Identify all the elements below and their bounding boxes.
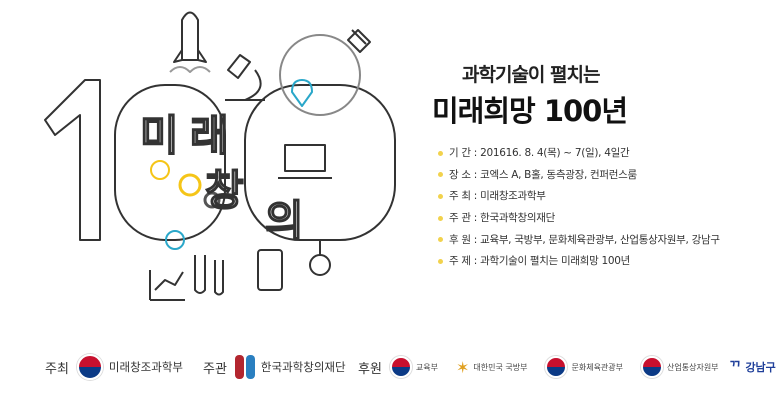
gear-icon [203, 191, 221, 209]
bullet-icon [438, 193, 443, 199]
organizer-logo: 주관 한국과학창의재단 [203, 352, 346, 382]
taegeuk-icon [389, 356, 412, 378]
art-letter-chang: 창 [205, 166, 244, 215]
kofac-icon [234, 355, 255, 379]
globe-icon [279, 34, 361, 116]
host-logo: 주최 미래창조과학부 [45, 352, 183, 382]
info-value: 한국과학창의재단 [480, 212, 555, 225]
info-label: 장 소 [449, 168, 471, 181]
test-tube-icon [194, 255, 224, 296]
info-value: 미래창조과학부 [480, 190, 546, 203]
art-letter-ui: 의 [265, 196, 304, 245]
host-label: 주최 [45, 361, 69, 377]
title-line-2: 미래희망 100년 [432, 94, 628, 128]
event-info-list: 기 간 : 201616. 8. 4(목) ~ 7(일), 4일간 장 소 : … [438, 146, 720, 276]
taegeuk-icon [545, 356, 568, 378]
lightbulb-icon [150, 160, 170, 180]
footer-logos: 주최 미래창조과학부 주관 한국과학창의재단 후원 교육부 ✶ 대한민국 국방부… [0, 352, 783, 382]
taegeuk-icon [641, 356, 664, 378]
gangnam-emblem-icon: ᄁ [728, 360, 742, 376]
illustration-100-years: 미 래 창 의 [44, 11, 396, 301]
sponsor-gangnam: 강남구 [745, 361, 776, 374]
microscope-icon [225, 54, 265, 101]
info-host: 주 최 : 미래창조과학부 [438, 189, 720, 211]
info-value: 과학기술이 펼치는 미래희망 100년 [480, 255, 631, 268]
info-sponsors: 후 원 : 교육부, 국방부, 문화체육관광부, 산업통상자원부, 강남구 [438, 233, 720, 255]
info-period: 기 간 : 201616. 8. 4(목) ~ 7(일), 4일간 [438, 146, 720, 168]
sponsor-label: 후원 [358, 361, 382, 377]
bullet-icon [438, 258, 443, 264]
phone-icon [257, 249, 283, 291]
rocket-icon [173, 11, 207, 63]
taegeuk-icon [76, 354, 103, 380]
info-label: 후 원 [449, 233, 471, 246]
end-node [309, 254, 331, 276]
chart-icon [149, 270, 185, 301]
sponsor-culture: 문화체육관광부 [571, 362, 624, 372]
info-value: 교육부, 국방부, 문화체육관광부, 산업통상자원부, 강남구 [480, 233, 720, 246]
kofac-red-bar [234, 355, 244, 379]
location-pin-icon [291, 79, 313, 107]
info-venue: 장 소 : 코엑스 A, B홀, 동측광장, 컨퍼런스룸 [438, 168, 720, 190]
organizer-org: 한국과학창의재단 [260, 360, 346, 374]
info-value: 201616. 8. 4(목) ~ 7(일), 4일간 [480, 147, 630, 159]
digit-one-outline [44, 79, 101, 241]
laptop-icon [278, 144, 332, 179]
zero-ring-1 [114, 84, 226, 241]
satellite-icon [347, 29, 371, 53]
bullet-icon [438, 215, 443, 221]
info-label: 기 간 [449, 147, 471, 159]
art-letter-mi: 미 [140, 111, 179, 160]
cloud-icon [169, 66, 211, 73]
info-label: 주 최 [449, 190, 471, 203]
sponsor-logos: 후원 교육부 ✶ 대한민국 국방부 문화체육관광부 산업통상자원부 ᄁ 강남구 [358, 352, 776, 382]
info-label: 주 제 [449, 255, 471, 268]
art-letter-rae: 래 [190, 111, 229, 160]
sponsor-industry: 산업통상자원부 [667, 362, 719, 372]
touch-icon [165, 230, 185, 250]
gear-icon [178, 173, 202, 197]
star-emblem-icon: ✶ [456, 357, 470, 377]
bullet-icon [438, 150, 443, 156]
info-theme: 주 제 : 과학기술이 펼치는 미래희망 100년 [438, 254, 720, 276]
sponsor-education: 교육부 [415, 362, 439, 372]
organizer-label: 주관 [203, 361, 227, 377]
kofac-blue-bar [245, 355, 255, 379]
title-line-1: 과학기술이 펼치는 [462, 64, 600, 86]
info-value: 코엑스 A, B홀, 동측광장, 컨퍼런스룸 [480, 168, 637, 181]
host-org: 미래창조과학부 [108, 360, 183, 374]
info-label: 주 관 [449, 212, 471, 225]
sponsor-defense: 대한민국 국방부 [473, 362, 528, 372]
bullet-icon [438, 172, 443, 178]
info-organizer: 주 관 : 한국과학창의재단 [438, 211, 720, 233]
bullet-icon [438, 237, 443, 243]
